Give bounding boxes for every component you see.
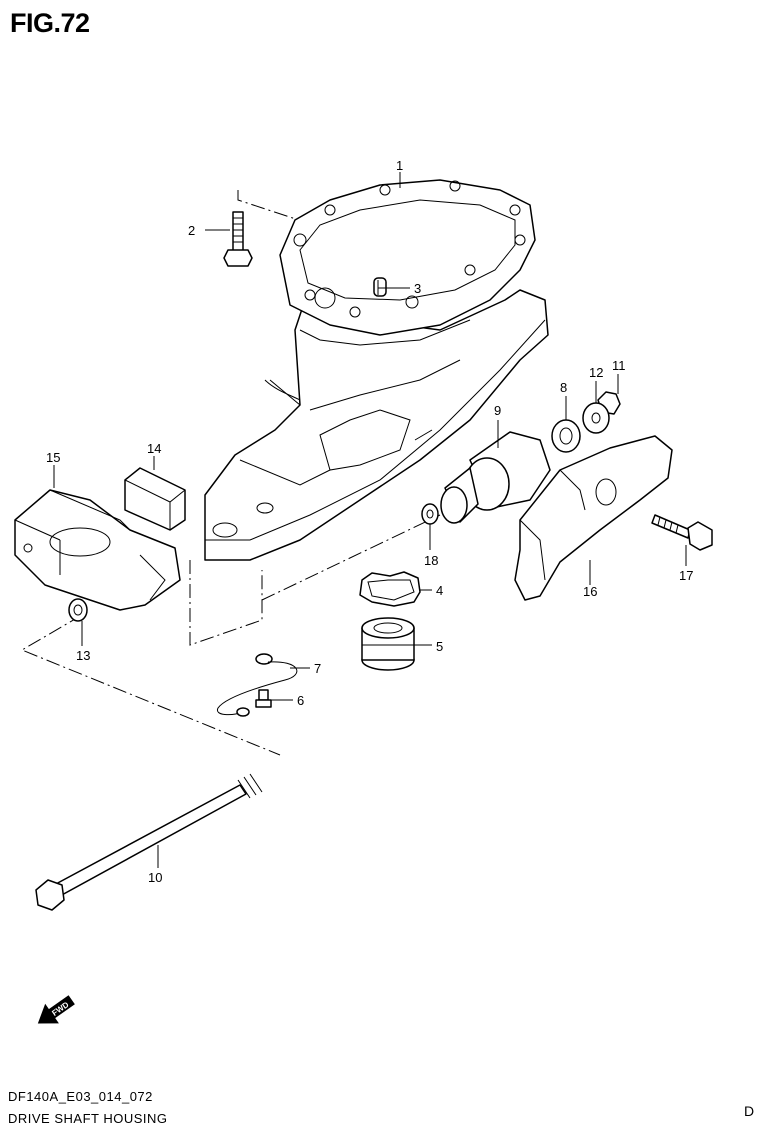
washer-part-12 — [582, 402, 610, 434]
callout-9: 9 — [494, 403, 501, 418]
model-code: DF140A_E03_014_072 — [8, 1089, 153, 1104]
callout-leaders — [53, 172, 687, 868]
callout-10: 10 — [148, 870, 162, 885]
mount-cover-part-16 — [514, 435, 673, 601]
callout-2: 2 — [188, 223, 195, 238]
bushing-part-9 — [440, 431, 551, 524]
callout-4: 4 — [436, 583, 443, 598]
bolt-part-17 — [651, 514, 713, 551]
figure-title: FIG.72 — [10, 8, 90, 38]
washer-part-13 — [68, 598, 88, 622]
ground-lead-part-7 — [216, 653, 298, 717]
callout-numbers: 1 2 3 4 5 6 7 8 9 10 11 12 13 14 15 16 1… — [46, 158, 693, 885]
gasket-part-4 — [359, 571, 421, 607]
through-bolt-part-10 — [35, 773, 263, 911]
bolt-part-2 — [223, 211, 253, 267]
callout-15: 15 — [46, 450, 60, 465]
callout-18: 18 — [424, 553, 438, 568]
assembly-reference-lines — [20, 190, 441, 756]
mount-rubber-part-5 — [361, 617, 415, 671]
page-letter: D — [744, 1103, 755, 1119]
washer-part-18 — [421, 503, 439, 525]
callout-3: 3 — [414, 281, 421, 296]
callout-8: 8 — [560, 380, 567, 395]
screw-part-6 — [255, 689, 272, 708]
fwd-arrow-icon: FWD — [37, 995, 75, 1024]
callout-13: 13 — [76, 648, 90, 663]
dowel-pin-part-3 — [373, 277, 387, 297]
callout-5: 5 — [436, 639, 443, 654]
callout-17: 17 — [679, 568, 693, 583]
drive-shaft-housing — [204, 179, 549, 561]
callout-7: 7 — [314, 661, 321, 676]
callout-14: 14 — [147, 441, 161, 456]
callout-6: 6 — [297, 693, 304, 708]
section-title: DRIVE SHAFT HOUSING — [8, 1111, 168, 1126]
upper-mount-bracket-part-15 — [14, 489, 181, 611]
callout-16: 16 — [583, 584, 597, 599]
rubber-pad-part-14 — [124, 467, 186, 531]
callout-12: 12 — [589, 365, 603, 380]
washer-part-8 — [551, 419, 581, 453]
callout-1: 1 — [396, 158, 403, 173]
callout-11: 11 — [612, 358, 626, 373]
